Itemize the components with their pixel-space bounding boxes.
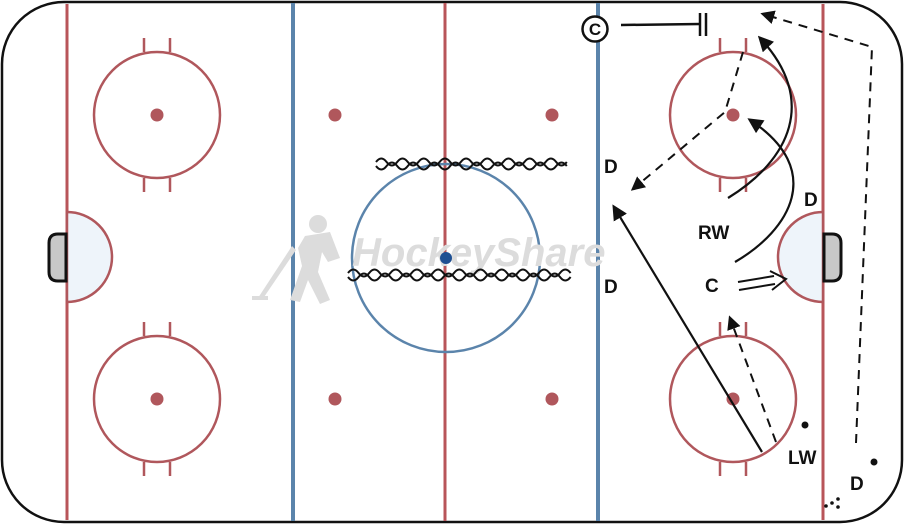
neutral-dot-bottom-left [328,392,342,406]
coach-icon-letter: C [589,20,601,39]
skate-path-c [734,118,795,263]
skate-path-lw [612,204,763,453]
neutral-dot-bottom-right [545,392,559,406]
player-d-bottom-corner: D [850,474,864,495]
player-d-top-middle: D [604,157,618,178]
right-goal-net [822,232,843,283]
neutral-dot-top-left [328,108,342,122]
watermark: HockeyShare [252,215,605,304]
watermark-text: HockeyShare [352,231,605,275]
pass-path-corner-to-top [760,10,874,444]
pass-path-top-to-point [630,51,744,191]
left-top-faceoff-circle [92,38,222,192]
neutral-dot-top-right [545,108,559,122]
player-d-right-crease: D [804,190,818,211]
double-arrow-c [737,270,788,291]
player-lw: LW [788,448,817,469]
coach-stop-line [620,13,708,36]
pass-path-bottom-circle [727,315,777,443]
center-faceoff-dot [440,252,452,264]
skate-path-rw [727,35,793,199]
hockey-player-silhouette-icon [252,215,340,304]
lw-puck [801,421,809,429]
left-bottom-faceoff-circle [92,322,222,476]
d-corner-puck [870,458,878,466]
right-goal-crease [776,210,825,304]
puck-pile [824,497,840,509]
left-goal-net [47,232,68,283]
right-top-faceoff-circle [668,38,798,192]
player-c: C [705,276,719,297]
center-faceoff-circle [350,162,542,354]
left-goal-crease [65,210,114,304]
coach-icon: C [581,15,609,43]
right-bottom-faceoff-circle [668,322,798,476]
defense-skating-path-bottom [347,268,572,282]
player-d-bottom-middle: D [604,277,618,298]
player-rw: RW [698,223,729,244]
defense-skating-path-top [375,157,568,171]
